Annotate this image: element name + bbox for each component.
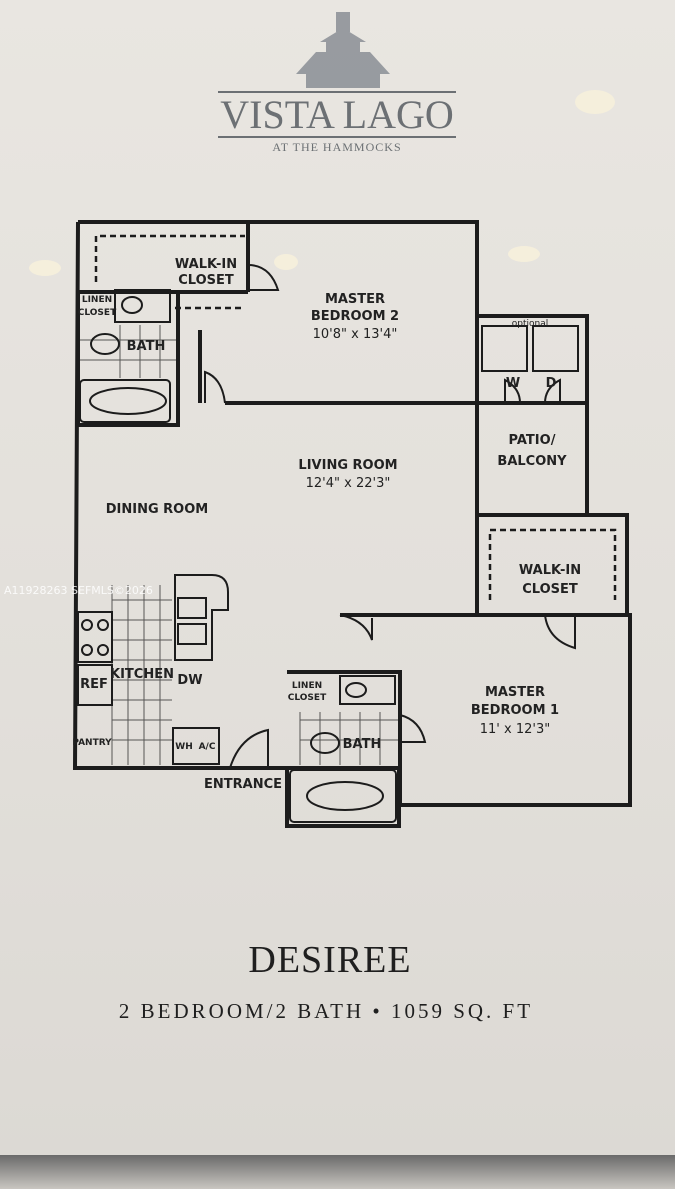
linen-closet-top-label: LINEN bbox=[82, 295, 112, 305]
logo: VISTA LAGO AT THE HAMMOCKS bbox=[218, 12, 456, 154]
fixtures bbox=[77, 264, 579, 823]
plan-details: 2 BEDROOM/2 BATH • 1059 SQ. FT bbox=[119, 999, 533, 1023]
plan-name: DESIREE bbox=[248, 939, 411, 981]
linen-closet-top-label-2: CLOSET bbox=[78, 308, 117, 318]
floor-plan-board bbox=[0, 0, 675, 1160]
living-room-label: LIVING ROOM bbox=[298, 458, 397, 473]
bathtub-top bbox=[79, 379, 171, 423]
toilet-top bbox=[90, 333, 120, 355]
sink-bottom bbox=[339, 675, 396, 705]
bathtub-bottom bbox=[289, 769, 397, 823]
ref-label: REF bbox=[80, 677, 108, 692]
linen-closet-bottom-label: LINEN bbox=[292, 681, 322, 691]
board-frame-edge bbox=[0, 1155, 675, 1189]
pantry-label: PANTRY bbox=[72, 738, 112, 748]
tile-grid bbox=[80, 325, 398, 765]
living-room-size: 12'4" x 22'3" bbox=[306, 476, 391, 491]
linen-closet-bottom-label-2: CLOSET bbox=[288, 693, 327, 703]
walk-in-closet-top-label-2: CLOSET bbox=[178, 273, 234, 288]
bath-top-label: BATH bbox=[127, 339, 166, 354]
dryer bbox=[532, 325, 579, 372]
master-bedroom-1-label: MASTER bbox=[485, 685, 545, 700]
bath-bottom-label: BATH bbox=[343, 737, 382, 752]
closet-rods bbox=[94, 234, 617, 600]
light-reflections bbox=[29, 90, 615, 276]
logo-tagline: AT THE HAMMOCKS bbox=[272, 140, 401, 154]
toilet-bottom bbox=[310, 732, 340, 754]
master-bedroom-1-size: 11' x 12'3" bbox=[480, 722, 550, 737]
dw-label: DW bbox=[177, 673, 202, 688]
gazebo-icon bbox=[296, 12, 390, 88]
kitchen-counter bbox=[174, 574, 229, 661]
patio-label: PATIO/ bbox=[509, 433, 556, 448]
washer-label: W bbox=[506, 376, 520, 391]
walk-in-closet-right-label-2: CLOSET bbox=[522, 582, 578, 597]
room-labels: WALK-IN CLOSET MASTER BEDROOM 2 10'8" x … bbox=[72, 257, 581, 792]
washer bbox=[481, 325, 528, 372]
wh-label: WH bbox=[175, 742, 192, 752]
dryer-label: D bbox=[546, 376, 557, 391]
walls bbox=[72, 220, 632, 828]
ac-label: A/C bbox=[199, 742, 216, 752]
mls-watermark: A11928263 SEFMLS©2026 bbox=[4, 584, 153, 597]
utility-closet bbox=[172, 727, 220, 765]
master-bedroom-2-size: 10'8" x 13'4" bbox=[313, 327, 398, 342]
patio-label-2: BALCONY bbox=[497, 454, 567, 469]
laundry-optional-label: optional bbox=[512, 319, 548, 329]
master-bedroom-1-label-2: BEDROOM 1 bbox=[471, 703, 559, 718]
master-bedroom-2-label-2: BEDROOM 2 bbox=[311, 309, 399, 324]
entrance-label: ENTRANCE bbox=[204, 777, 282, 792]
dining-room-label: DINING ROOM bbox=[106, 502, 208, 517]
walk-in-closet-right-label: WALK-IN bbox=[519, 563, 581, 578]
door-swings bbox=[204, 264, 576, 769]
master-bedroom-2-label: MASTER bbox=[325, 292, 385, 307]
kitchen-label: KITCHEN bbox=[110, 667, 174, 682]
sink-top bbox=[114, 289, 171, 323]
logo-name: VISTA LAGO bbox=[220, 92, 453, 137]
walk-in-closet-top-label: WALK-IN bbox=[175, 257, 237, 272]
